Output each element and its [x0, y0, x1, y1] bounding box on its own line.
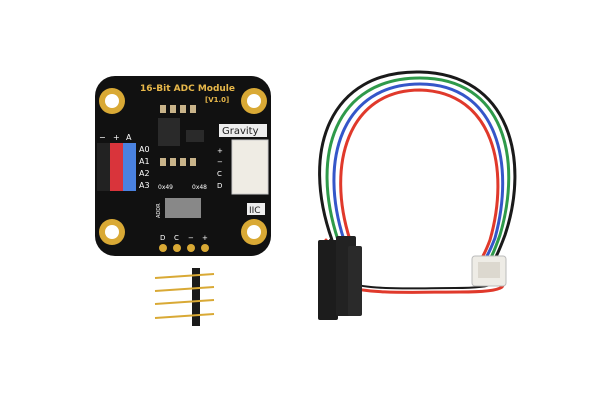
dupont-connector-black — [318, 236, 362, 320]
pin-header-3x4 — [97, 143, 136, 191]
addr-label: ADDR — [156, 203, 162, 218]
pin-label-plus: + — [217, 147, 223, 155]
channel-label-a3: A3 — [139, 181, 150, 190]
header-label-plus: + — [113, 133, 120, 142]
cable-wire-green — [325, 76, 511, 268]
adc-module-board: 16-Bit ADC Module [V1.0] Gravity + − C D… — [95, 76, 271, 256]
cable-wire-red — [339, 88, 500, 268]
addr-switch — [165, 198, 201, 218]
cable-wire-black — [318, 70, 517, 272]
pin-label-c: C — [217, 170, 222, 178]
header-label-minus: − — [99, 133, 106, 142]
channel-label-a2: A2 — [139, 169, 150, 178]
board-title: 16-Bit ADC Module — [140, 84, 235, 94]
bottom-pads — [159, 244, 209, 252]
addr-option-0x48: 0x48 — [192, 184, 207, 191]
loose-header-pins — [154, 268, 215, 326]
pin-label-d: D — [217, 182, 222, 190]
bottom-pin-d: D — [160, 234, 165, 242]
bottom-pin-c: C — [174, 234, 179, 242]
channel-label-a0: A0 — [139, 145, 150, 154]
jst-socket — [231, 139, 269, 195]
jst-connector-white — [471, 255, 507, 287]
gravity-label-bg — [219, 124, 267, 137]
header-label-a: A — [126, 133, 132, 142]
board-version: [V1.0] — [205, 96, 229, 104]
interface-label: IIC — [249, 206, 261, 216]
pin-label-minus: − — [217, 158, 223, 166]
adc-chip — [158, 118, 180, 146]
bottom-pin-plus: + — [202, 234, 208, 242]
brand-label: Gravity — [222, 126, 259, 137]
cable-wire-blue — [332, 82, 505, 266]
bottom-pin-minus: − — [188, 234, 194, 242]
channel-label-a1: A1 — [139, 157, 150, 166]
addr-option-0x49: 0x49 — [158, 184, 173, 191]
